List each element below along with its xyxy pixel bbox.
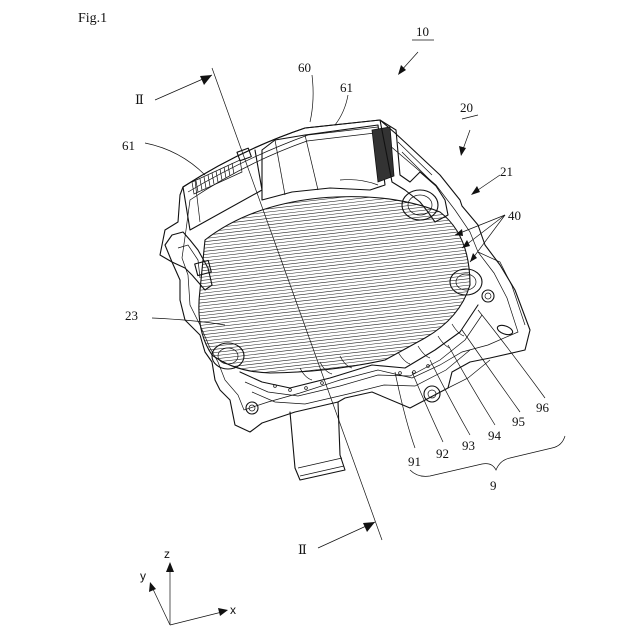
label-60: 60 [298, 60, 311, 75]
housing-frame [160, 120, 530, 432]
label-93: 93 [462, 438, 475, 453]
section-mark-bottom: Ⅱ [298, 542, 307, 557]
label-96: 96 [536, 400, 550, 415]
label-95: 95 [512, 414, 525, 429]
axis-label-y: y [140, 569, 146, 583]
figure-title: Fig.1 [78, 11, 107, 26]
axis-label-z: z [164, 547, 170, 561]
leader-lines [145, 40, 565, 476]
back-wall [183, 120, 448, 230]
label-92: 92 [436, 446, 449, 461]
label-9: 9 [490, 478, 497, 493]
label-94: 94 [488, 428, 502, 443]
label-40: 40 [508, 208, 521, 223]
label-20: 20 [460, 100, 473, 115]
label-23: 23 [125, 308, 138, 323]
axis-label-x: x [230, 603, 236, 617]
plate-hatch [195, 182, 475, 393]
label-61-top: 61 [340, 80, 353, 95]
axis-triad [149, 562, 228, 625]
label-21: 21 [500, 164, 513, 179]
section-mark-top: Ⅱ [135, 92, 144, 107]
diaphragm-plate [195, 182, 482, 393]
label-10: 10 [416, 24, 429, 39]
label-61-left: 61 [122, 138, 135, 153]
label-91: 91 [408, 454, 421, 469]
